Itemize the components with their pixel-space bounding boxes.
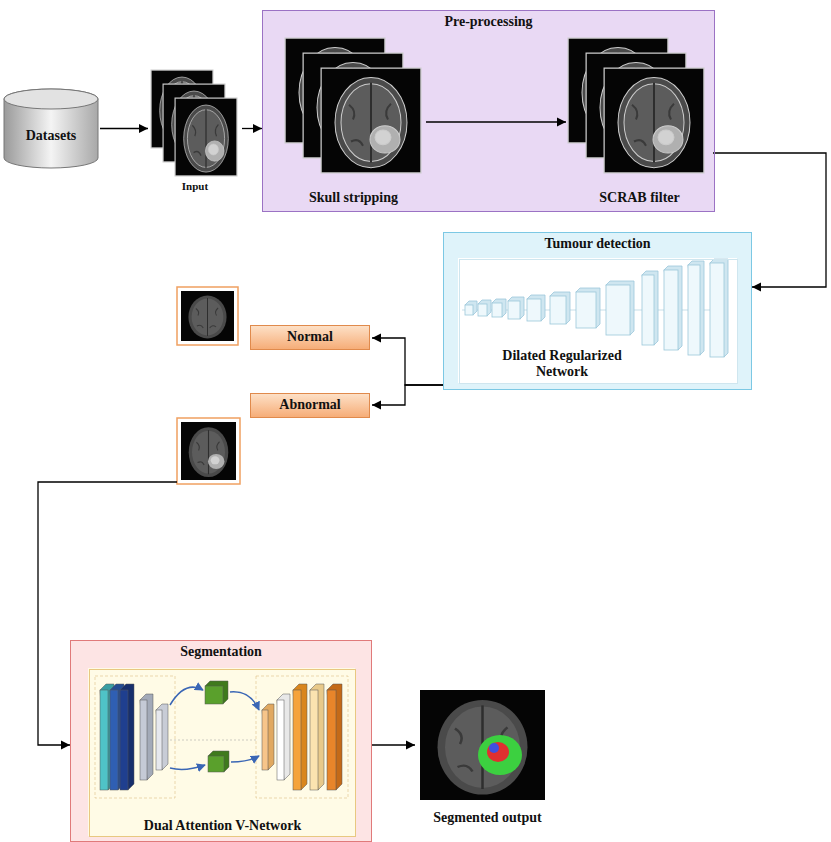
class-label: Abnormal bbox=[177, 393, 372, 487]
panel-fill bbox=[458, 258, 737, 383]
mri-thumbnail bbox=[177, 418, 240, 484]
segmented-mri bbox=[420, 690, 545, 800]
node-text: Skull stripping bbox=[309, 190, 398, 206]
stage-panel: SegmentationDual Attention V-Network bbox=[70, 640, 372, 842]
panel-fill bbox=[88, 668, 355, 836]
network-panel: Dilated Regularized Network bbox=[459, 259, 738, 384]
label-chip: Normal bbox=[250, 325, 370, 350]
flow-arrow bbox=[38, 482, 177, 745]
image-stack: SCRAB filter bbox=[566, 36, 713, 208]
node-text: Input bbox=[182, 180, 208, 193]
mri-thumbnail bbox=[177, 287, 238, 345]
flow-arrow bbox=[372, 385, 443, 405]
mri-stack bbox=[151, 70, 237, 176]
flow-arrow bbox=[426, 121, 566, 122]
flow-arrow bbox=[100, 128, 148, 129]
node-text: Segmented output bbox=[433, 810, 542, 826]
label-chip: Abnormal bbox=[250, 393, 370, 418]
node-text: Segmentation bbox=[180, 644, 262, 660]
node-text: Pre-processing bbox=[444, 14, 532, 30]
node-text: Dual Attention V-Network bbox=[144, 818, 301, 834]
image-stack: Input bbox=[148, 62, 242, 195]
stage-panel: Tumour detectionDilated Regularized Netw… bbox=[443, 232, 752, 390]
flow-arrow bbox=[372, 338, 443, 385]
flow-arrow bbox=[242, 128, 262, 129]
network-panel: Dual Attention V-Network bbox=[89, 669, 356, 837]
panel-fill bbox=[443, 232, 752, 390]
mri-stack bbox=[568, 38, 704, 173]
cnn-illustration bbox=[462, 259, 728, 357]
node-text: SCRAB filter bbox=[599, 190, 680, 206]
node-text: Abnormal bbox=[279, 397, 340, 413]
database-cylinder: Datasets bbox=[2, 87, 100, 170]
flow-arrow bbox=[713, 153, 826, 287]
node-text: Tumour detection bbox=[544, 236, 650, 252]
output-image: Segmented output bbox=[415, 688, 560, 828]
image-stack: Skull stripping bbox=[281, 36, 426, 208]
flow-arrow bbox=[372, 744, 415, 745]
mri-stack bbox=[285, 38, 421, 173]
node-text: Dilated Regularized Network bbox=[477, 348, 647, 380]
node-text: Datasets bbox=[26, 128, 77, 144]
vnet-illustration bbox=[95, 676, 348, 798]
panel-fill bbox=[262, 10, 715, 212]
panel-fill bbox=[70, 640, 372, 842]
stage-panel: Pre-processingSkull stripping SCRAB filte… bbox=[262, 10, 715, 212]
node-text: Normal bbox=[287, 329, 333, 345]
class-label: Normal bbox=[177, 285, 372, 352]
